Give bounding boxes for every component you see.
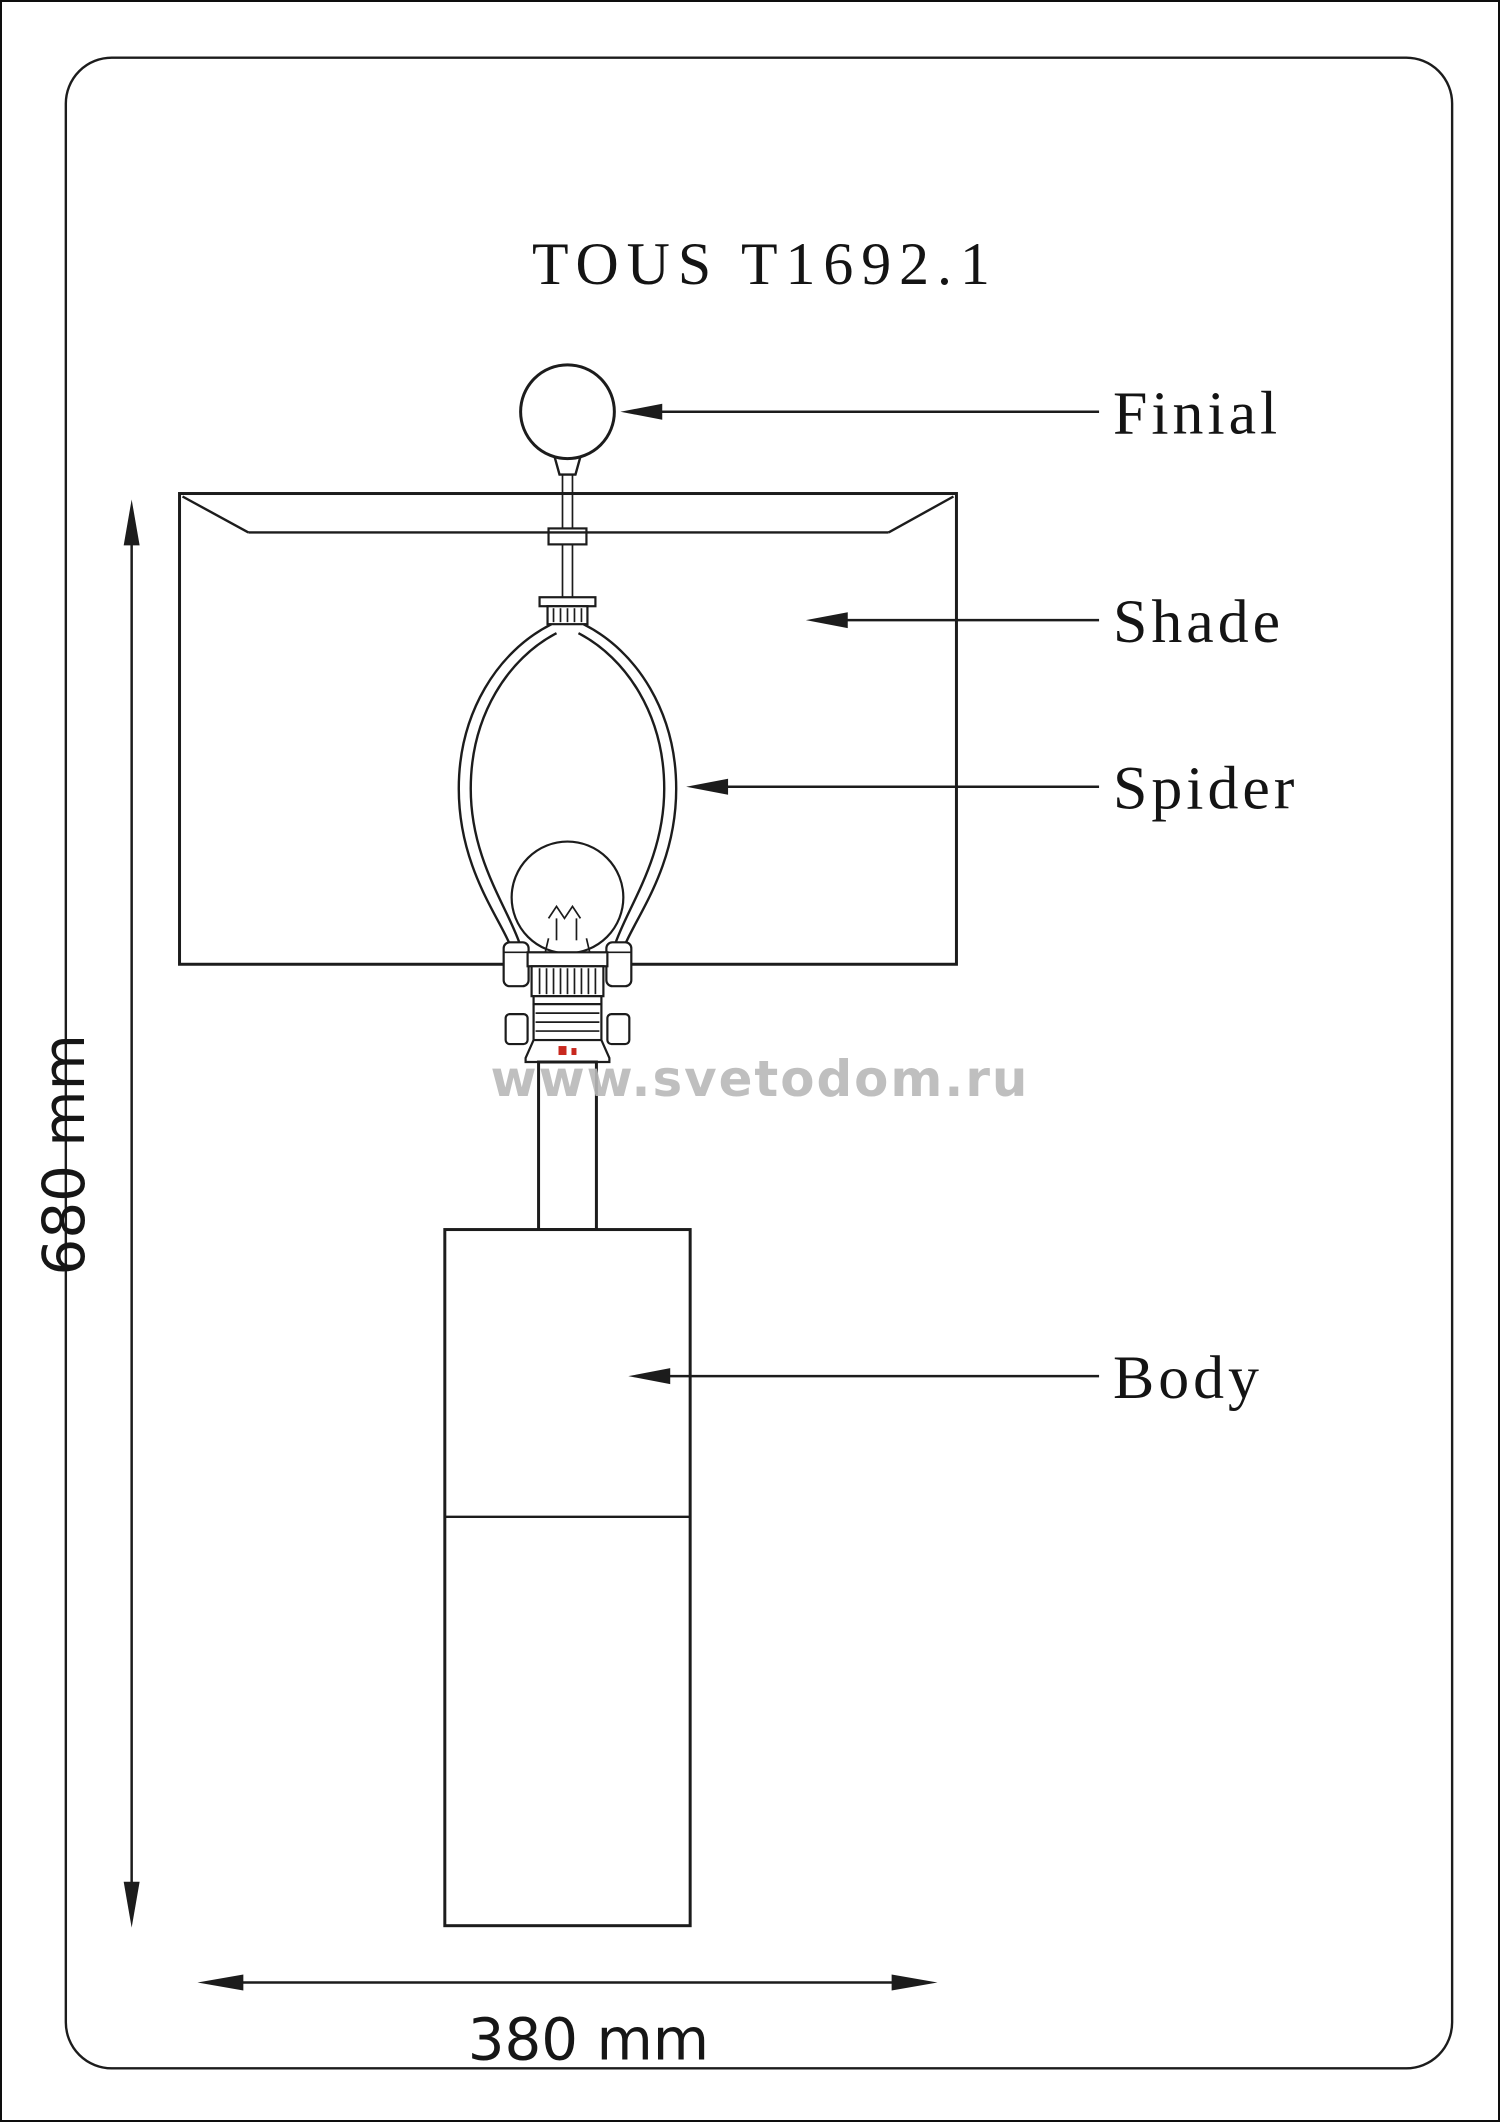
watermark: www.svetodom.ru [491,1050,1030,1108]
callout-arrow-spider [686,778,729,795]
dimension-arrow-down [123,1881,140,1928]
socket-red-detail [558,1046,567,1056]
diagram-title: TOUS T1692.1 [532,231,998,297]
callout-label-shade: Shade [1113,588,1284,656]
callout-label-finial: Finial [1113,380,1281,448]
bulb-drawing [510,840,625,956]
socket-right-thumbscrew [606,1013,631,1046]
socket-threads [535,1012,600,1032]
dimension-arrow-left [197,1974,244,1991]
socket-knurling [538,968,597,995]
callout-shade: Shade [805,588,1284,656]
callout-label-spider: Spider [1113,755,1298,823]
spider-harp-drawing [457,596,678,988]
callout-finial: Finial [620,380,1281,448]
drawing-border [64,56,1454,2070]
body-drawing [443,1228,692,1928]
callout-body: Body [628,1344,1263,1412]
callout-label-body: Body [1113,1344,1263,1412]
callout-spider: Spider [686,755,1298,823]
height-dimension: 680 mm [30,499,140,1928]
width-dimension: 380 mm [197,1974,938,2073]
neck-drawing [537,1060,598,1232]
width-dimension-label: 380 mm [468,2005,709,2073]
height-dimension-label: 680 mm [30,1034,98,1275]
callout-arrow-body [628,1368,671,1385]
socket-left-thumbscrew [504,1013,529,1046]
dimension-arrow-right [891,1974,938,1991]
callout-arrow-shade [805,612,848,629]
finial-drawing [519,363,616,598]
dimension-arrow-up [123,499,140,546]
socket-drawing [504,951,631,1064]
socket-red-detail-2 [571,1048,577,1056]
callout-arrow-finial [620,403,663,420]
